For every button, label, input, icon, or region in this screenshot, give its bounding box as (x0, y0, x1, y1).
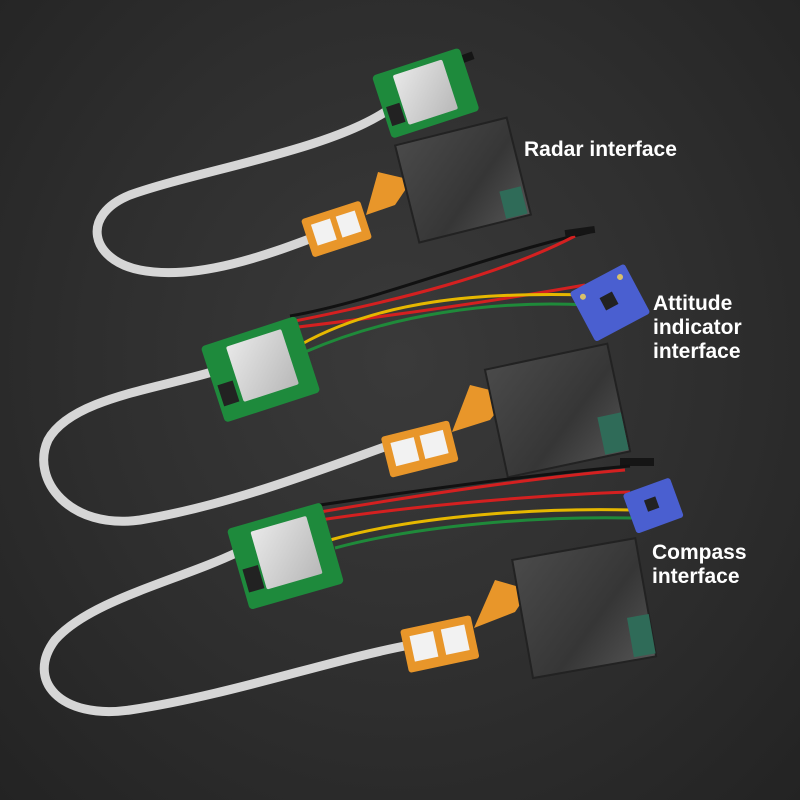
compass-label-line-2: interface (652, 565, 740, 588)
wire-red-3a (319, 468, 626, 514)
attitude-label-line-1: Attitude (653, 292, 733, 315)
adapter-board-3 (400, 615, 480, 673)
flex-connector-3 (474, 580, 530, 628)
wire-black-2 (289, 230, 591, 318)
ribbon-cable-2 (39, 367, 395, 526)
wire-yellow-2 (299, 292, 589, 347)
wire-black-3 (319, 464, 631, 507)
mcu-board-1 (372, 48, 479, 138)
sensor-board-3 (623, 478, 684, 534)
wire-yellow-3 (329, 508, 633, 542)
pin-header-2b (620, 458, 654, 466)
mcu-board-2 (201, 316, 320, 422)
flex-connector-1 (366, 172, 412, 215)
ribbon-cable-1 (92, 105, 393, 278)
pin-header-2 (564, 225, 596, 238)
compass-label-line-1: Compass (652, 541, 747, 564)
attitude-label-line-3: interface (653, 340, 741, 363)
display-2 (483, 342, 632, 479)
compass-interface-label: Compass interface (652, 541, 747, 589)
sensor-board-2 (570, 264, 650, 341)
adapter-board-2 (381, 420, 459, 478)
ribbon-cable-3 (39, 547, 415, 716)
adapter-board-1 (301, 201, 372, 257)
wire-red-2a (289, 234, 576, 324)
attitude-indicator-interface-label: Attitude indicator interface (653, 292, 742, 364)
mcu-board-3 (227, 503, 344, 610)
display-3 (511, 537, 658, 680)
wire-green-3 (334, 516, 633, 550)
wire-green-2 (304, 302, 589, 354)
radar-interface-label: Radar interface (524, 138, 677, 162)
attitude-label-line-2: indicator (653, 316, 742, 339)
wire-red-2b (289, 283, 586, 330)
display-1 (393, 116, 533, 244)
wire-red-3b (319, 490, 631, 522)
radar-label-text: Radar interface (524, 138, 677, 161)
